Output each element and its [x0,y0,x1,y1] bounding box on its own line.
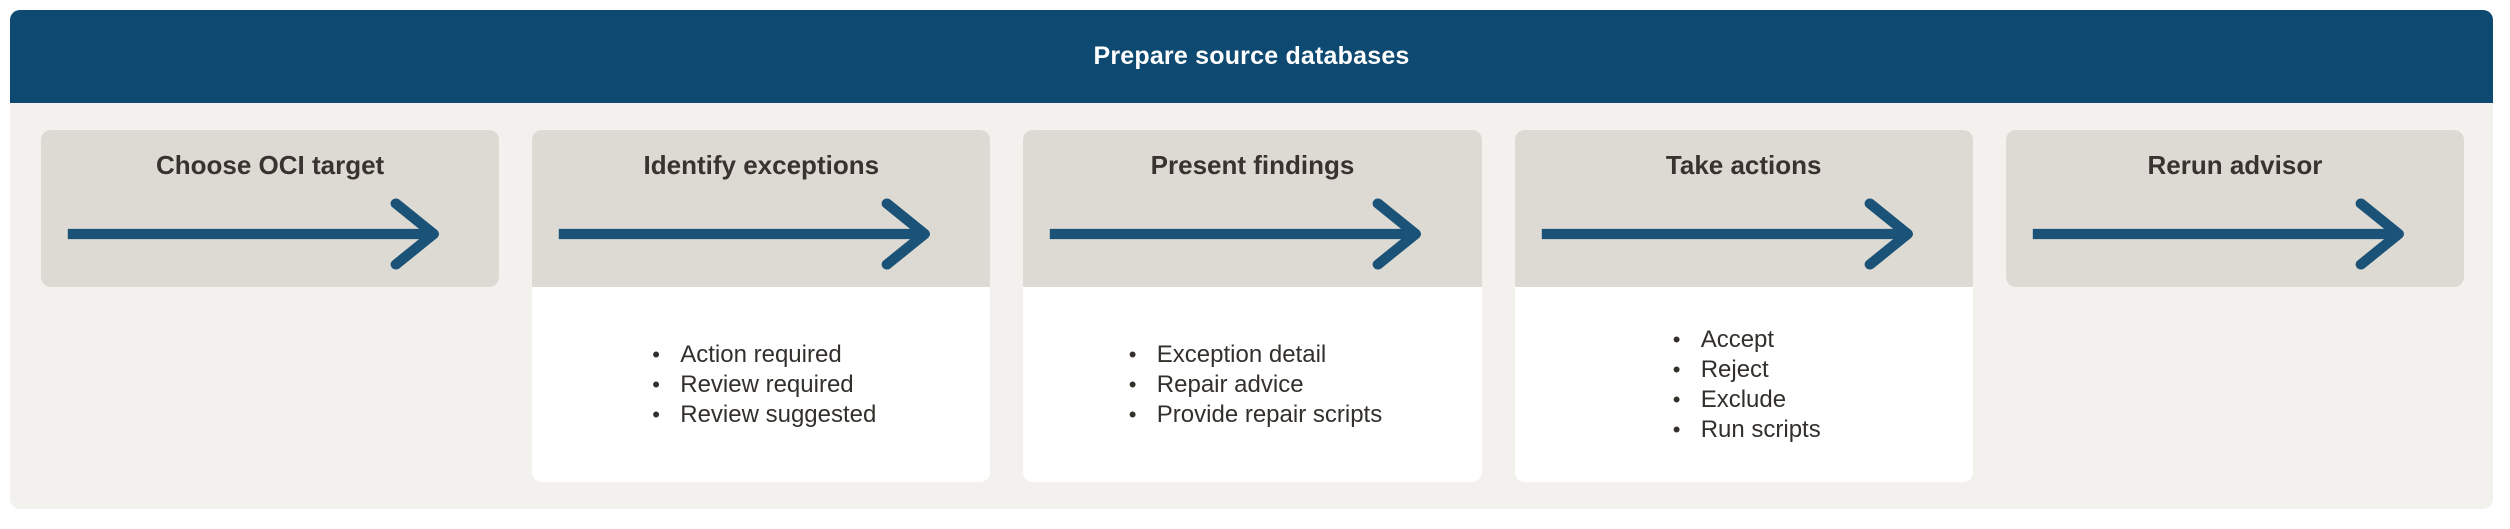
step-card: Present findings Exception detailRepair … [1023,130,1482,482]
bullet-item: Action required [646,340,876,370]
right-arrow-icon [1050,198,1422,270]
bullet-item: Run scripts [1667,415,1821,445]
step-title: Identify exceptions [643,150,880,180]
step-header-card: Present findings [1023,130,1482,287]
step-card: Identify exceptions Action requiredRevie… [532,130,991,482]
step-title: Choose OCI target [155,150,385,180]
step-title: Take actions [1665,150,1822,180]
bullet-item: Repair advice [1123,370,1382,400]
step-bullet-list: AcceptRejectExcludeRun scripts [1667,325,1821,445]
step-header-card: Rerun advisor [2005,130,2465,287]
step-card: Choose OCI target [41,130,500,287]
steps-row: Choose OCI target Identify exceptions Ac… [41,130,2465,482]
step-detail-card: AcceptRejectExcludeRun scripts [1514,287,1973,482]
step-card: Take actions AcceptRejectExcludeRun scri… [1514,130,1973,482]
arrow-wrap [41,181,499,287]
bullet-item: Provide repair scripts [1123,400,1382,430]
step-header-card: Take actions [1514,130,1973,287]
bullet-item: Reject [1667,355,1821,385]
step-title: Rerun advisor [2147,150,2323,180]
step-bullet-list: Exception detailRepair adviceProvide rep… [1123,340,1382,430]
right-arrow-icon [2032,198,2404,270]
right-arrow-icon [1541,198,1913,270]
arrow-wrap [1023,181,1481,287]
process-panel: Prepare source databases Choose OCI targ… [10,10,2493,509]
bullet-item: Review suggested [646,400,876,430]
right-arrow-icon [67,198,440,270]
step-detail-card: Exception detailRepair adviceProvide rep… [1023,287,1482,482]
bullet-item: Exclude [1667,385,1821,415]
step-header-card: Identify exceptions [532,130,991,287]
step-header-card: Choose OCI target [41,130,500,287]
step-detail-card: Action requiredReview requiredReview sug… [532,287,991,482]
arrow-wrap [532,181,990,287]
bullet-item: Accept [1667,325,1821,355]
process-header: Prepare source databases [10,10,2493,103]
step-title: Present findings [1150,150,1355,180]
arrow-wrap [2006,181,2464,287]
step-bullet-list: Action requiredReview requiredReview sug… [646,340,876,430]
bullet-item: Review required [646,370,876,400]
arrow-wrap [1515,181,1973,287]
bullet-item: Exception detail [1123,340,1382,370]
process-title: Prepare source databases [1093,42,1410,70]
step-card: Rerun advisor [2005,130,2465,287]
right-arrow-icon [559,198,931,270]
process-body: Choose OCI target Identify exceptions Ac… [10,103,2493,509]
